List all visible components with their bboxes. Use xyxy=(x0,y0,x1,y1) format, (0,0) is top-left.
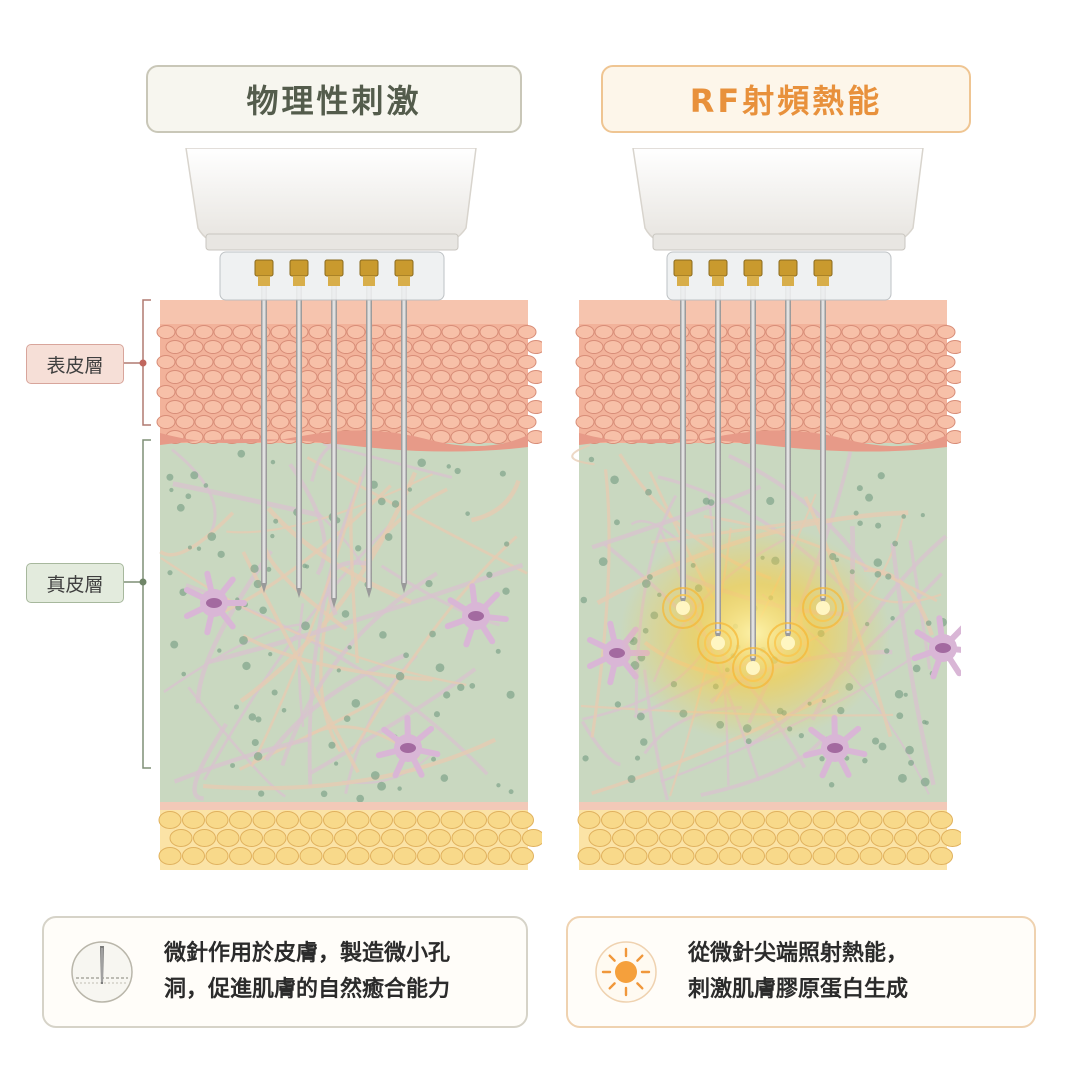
fat-layer xyxy=(577,802,961,870)
microneedle xyxy=(296,278,302,588)
microneedle-array xyxy=(261,278,407,608)
microneedle xyxy=(820,278,826,598)
microneedle xyxy=(715,278,721,633)
fibroblast-cell xyxy=(802,715,868,779)
caption-right-line2: 刺激肌膚膠原蛋白生成 xyxy=(688,977,909,1002)
microneedle xyxy=(331,278,337,598)
caption-right-line1: 從微針尖端照射熱能， xyxy=(688,941,909,966)
epidermis-layer xyxy=(575,300,961,452)
needle-in-skin-icon xyxy=(71,941,133,1003)
fibroblast-cell xyxy=(183,570,247,636)
heat-point xyxy=(697,622,739,664)
microneedle xyxy=(366,278,372,588)
fibroblast-cell xyxy=(375,715,441,779)
fibroblast-cell xyxy=(444,583,509,648)
caption-physical: 微針作用於皮膚，製造微小孔 洞，促進肌膚的自然癒合能力 xyxy=(42,916,528,1028)
caption-left-line2: 洞，促進肌膚的自然癒合能力 xyxy=(164,977,451,1002)
microneedle xyxy=(401,278,407,583)
sun-heat-icon xyxy=(595,941,657,1003)
title-rf-thermal-energy: RF射頻熱能 xyxy=(601,65,971,133)
fat-layer xyxy=(158,802,542,870)
microneedle xyxy=(680,278,686,598)
caption-left-line1: 微針作用於皮膚，製造微小孔 xyxy=(164,941,451,966)
label-dermis: 真皮層 xyxy=(26,563,124,603)
heat-point xyxy=(662,587,704,629)
title-physical-stimulation: 物理性刺激 xyxy=(146,65,522,133)
rf-microneedle-device xyxy=(185,148,477,301)
caption-rf: 從微針尖端照射熱能， 刺激肌膚膠原蛋白生成 xyxy=(566,916,1036,1028)
label-epidermis: 表皮層 xyxy=(26,344,124,384)
fibroblast-cell xyxy=(911,615,961,680)
microneedle xyxy=(785,278,791,633)
microneedle xyxy=(750,278,756,658)
heat-point xyxy=(732,647,774,689)
microneedle xyxy=(261,278,267,583)
skin-diagram-rf xyxy=(571,148,961,870)
skin-diagram-physical xyxy=(156,148,542,870)
heat-point xyxy=(802,587,844,629)
rf-microneedle-device xyxy=(632,148,924,301)
heat-point xyxy=(767,622,809,664)
epidermis-layer xyxy=(156,300,542,452)
